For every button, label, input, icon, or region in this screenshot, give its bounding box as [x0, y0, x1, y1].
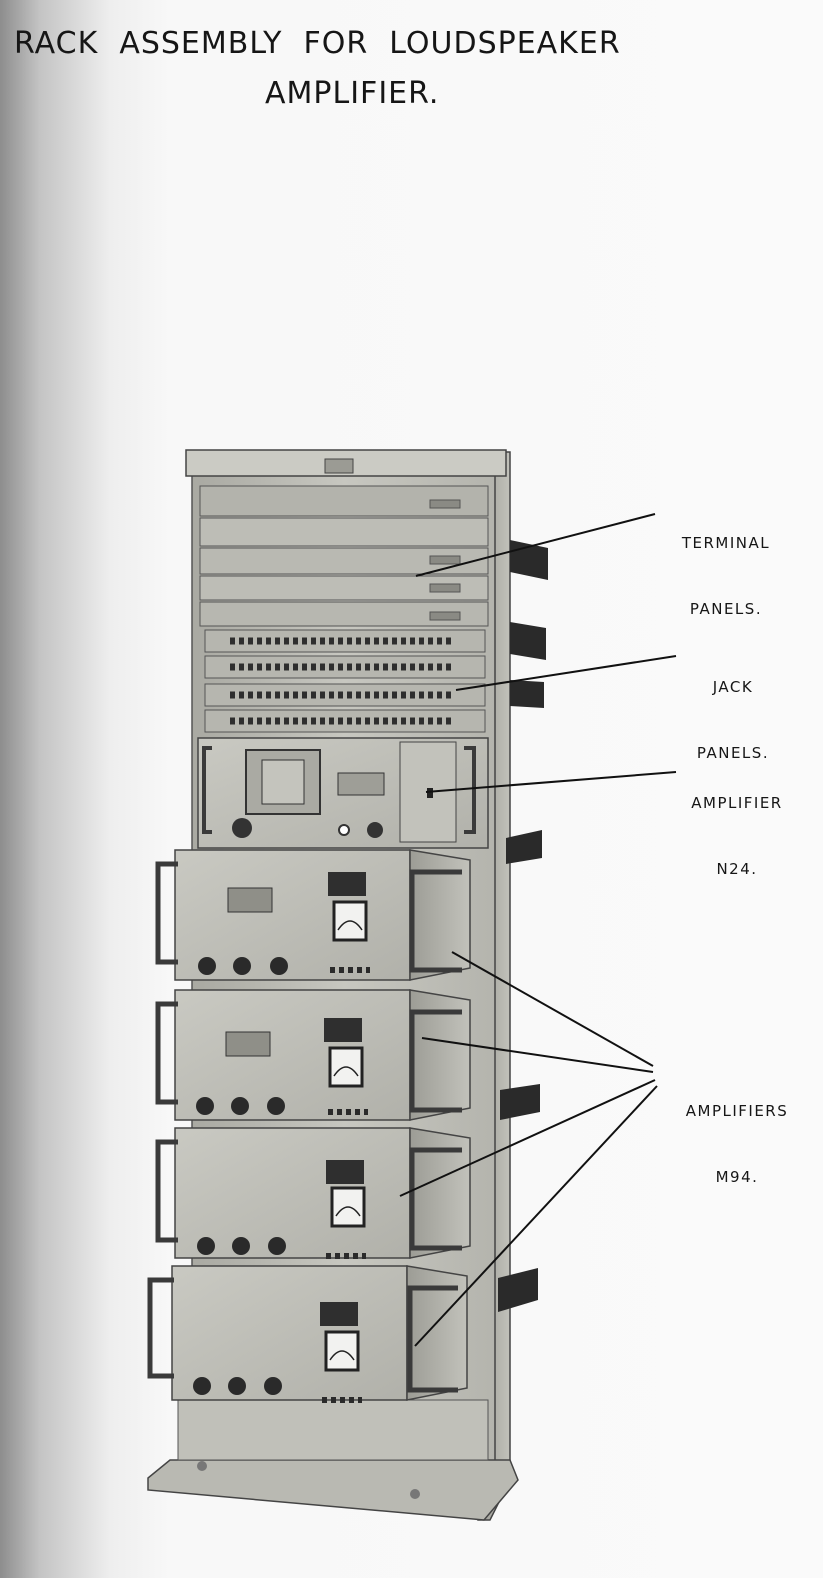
amplifier-m94-unit	[147, 1265, 468, 1403]
m94-knob	[228, 1377, 246, 1395]
m94-side-panel	[406, 1265, 468, 1401]
m94-front-panel	[174, 849, 411, 981]
cable-clip	[500, 1084, 540, 1120]
callout-amplifiers-m94-line1: AMPLIFIERS	[685, 1102, 789, 1120]
handle-icon	[155, 1001, 178, 1105]
base-bolt	[197, 1461, 207, 1471]
base-bolt	[410, 1489, 420, 1499]
callout-amplifier-n24-line2: N24.	[716, 860, 758, 878]
jack-panel	[204, 655, 486, 679]
m94-switch-block	[320, 1302, 358, 1326]
meter-needle	[335, 1206, 361, 1217]
m94-switch-block	[324, 1018, 362, 1042]
callout-amplifier-n24: AMPLIFIER N24.	[672, 748, 802, 902]
callout-jack-panels-line1: JACK	[712, 678, 754, 696]
callout-terminal-panels-line1: TERMINAL	[681, 534, 771, 552]
n24-nameplate	[337, 772, 385, 796]
leader-jack-panels	[455, 655, 677, 691]
n24-knob	[367, 822, 383, 838]
jack-panel	[204, 629, 486, 653]
n24-knob	[232, 818, 252, 838]
callout-terminal-panels-line2: PANELS.	[689, 600, 763, 618]
m94-front-panel	[171, 1265, 408, 1401]
leader-amplifiers-m94	[414, 1085, 658, 1347]
amplifiers-m94-units	[147, 849, 471, 1403]
jack-panel	[204, 683, 486, 707]
leader-terminal-panels	[415, 513, 656, 577]
jack-panels	[204, 629, 486, 733]
m94-knob	[268, 1237, 286, 1255]
callout-amplifier-n24-line1: AMPLIFIER	[691, 794, 783, 812]
handle-icon	[409, 869, 462, 973]
handle-icon	[464, 746, 476, 834]
m94-knob	[193, 1377, 211, 1395]
jack-panel	[204, 709, 486, 733]
handle-icon	[202, 746, 212, 834]
m94-switch-block	[326, 1160, 364, 1184]
amplifier-m94-unit	[155, 1127, 471, 1259]
m94-knob	[233, 957, 251, 975]
m94-knob	[267, 1097, 285, 1115]
leader-amplifiers-m94	[451, 951, 654, 1067]
leader-amplifiers-m94	[399, 1079, 656, 1197]
callout-amplifiers-m94: AMPLIFIERS M94.	[667, 1056, 807, 1210]
cable-clip	[506, 830, 542, 864]
m94-knob	[196, 1097, 214, 1115]
n24-window-inner	[261, 759, 305, 805]
m94-front-panel	[174, 1127, 411, 1259]
leader-amplifier-n24	[425, 771, 677, 793]
meter-icon	[330, 1186, 366, 1228]
title-line-1: RACK ASSEMBLY FOR LOUDSPEAKER	[14, 26, 621, 61]
title-line-2: AMPLIFIER.	[265, 76, 440, 111]
m94-switch-block	[328, 872, 366, 896]
callout-terminal-panels: TERMINAL PANELS.	[661, 488, 791, 642]
m94-knob	[198, 957, 216, 975]
m94-knob	[231, 1097, 249, 1115]
handle-icon	[155, 861, 178, 965]
rack-name-plate	[324, 458, 354, 474]
rack-base-plate	[177, 1399, 489, 1461]
handle-icon	[409, 1147, 462, 1251]
handle-icon	[409, 1009, 462, 1113]
meter-needle	[337, 920, 363, 931]
amplifier-m94-unit	[155, 989, 471, 1121]
m94-knob	[197, 1237, 215, 1255]
terminal-panel	[199, 517, 489, 547]
handle-icon	[155, 1139, 178, 1243]
n24-fuse	[338, 824, 350, 836]
terminal-label-strip	[429, 555, 461, 565]
amplifier-n24-unit	[197, 737, 489, 849]
rack-base-foot	[147, 1459, 519, 1521]
callout-jack-panels: JACK PANELS.	[668, 632, 798, 786]
terminal-label-strip	[429, 499, 461, 509]
n24-switch	[427, 788, 433, 798]
m94-knob	[232, 1237, 250, 1255]
terminal-panels	[199, 485, 489, 627]
callout-jack-panels-line2: PANELS.	[696, 744, 770, 762]
cable-clip	[510, 622, 546, 660]
m94-knob	[264, 1377, 282, 1395]
m94-knob	[270, 957, 288, 975]
meter-icon	[332, 900, 368, 942]
cable-clip	[498, 1268, 538, 1312]
leader-amplifiers-m94	[421, 1037, 654, 1073]
amplifier-m94-unit	[155, 849, 471, 981]
handle-icon	[147, 1277, 174, 1379]
m94-label-plate	[225, 1031, 271, 1057]
meter-needle	[333, 1066, 359, 1077]
callout-amplifiers-m94-line2: M94.	[715, 1168, 759, 1186]
handle-icon	[407, 1285, 458, 1393]
m94-label-plate	[227, 887, 273, 913]
meter-needle	[329, 1350, 355, 1361]
callout-leaders	[399, 513, 677, 1347]
cable-clips	[498, 540, 548, 1312]
terminal-label-strip	[429, 611, 461, 621]
cable-clip	[510, 680, 544, 708]
terminal-label-strip	[429, 583, 461, 593]
